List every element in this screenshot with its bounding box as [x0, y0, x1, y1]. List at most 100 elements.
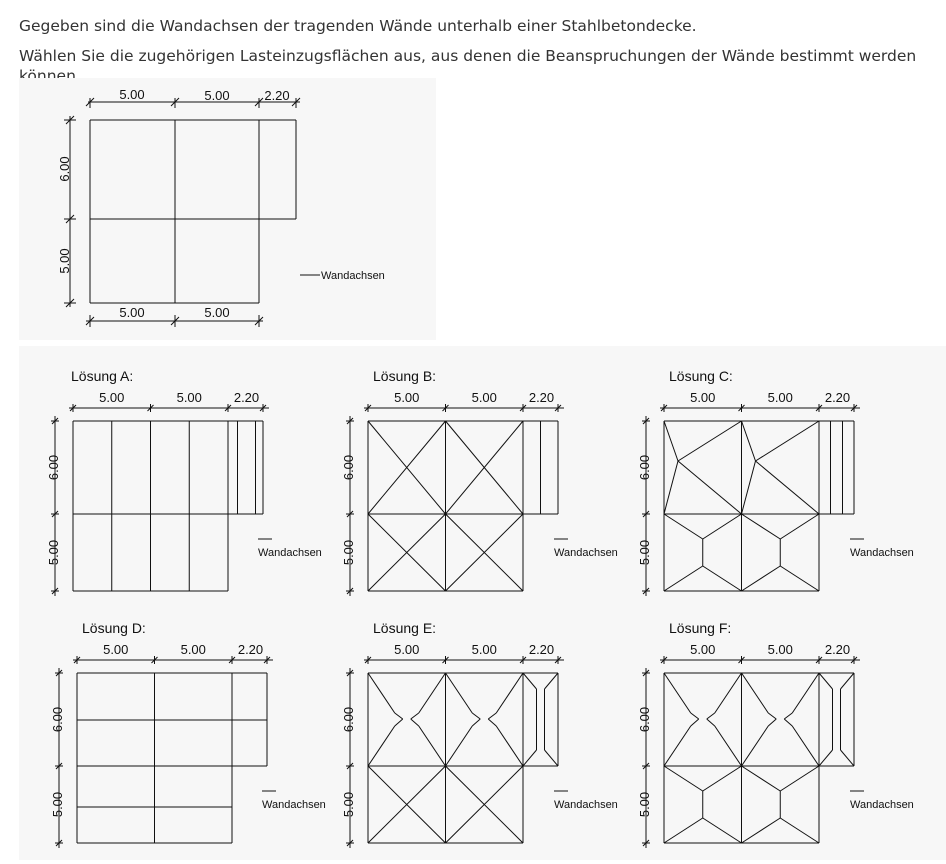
load-area-line [663, 765, 704, 792]
dim-left-1: 6.00 [341, 707, 356, 732]
load-area-line [791, 725, 820, 767]
load-area-line [702, 565, 742, 592]
dim-tick [850, 404, 858, 412]
load-area-line [445, 420, 524, 515]
load-area-line [663, 460, 679, 515]
dim-tick [850, 656, 858, 664]
load-area-line [367, 672, 396, 714]
load-area-line [410, 718, 420, 727]
dim-tick [519, 656, 527, 664]
dim-top-2: 5.00 [768, 390, 793, 405]
load-area-line [445, 672, 473, 714]
solution-label: Lösung E: [373, 620, 436, 636]
dim-top-1: 5.00 [394, 642, 419, 657]
dim-left-2: 5.00 [46, 540, 61, 565]
load-area-line [741, 565, 781, 592]
load-area-line [677, 420, 742, 462]
dim-top-2: 5.00 [472, 390, 497, 405]
load-area-line [767, 718, 777, 727]
load-area-line [445, 765, 524, 844]
load-area-line [677, 460, 742, 515]
solution-label: Lösung B: [373, 368, 436, 384]
load-area-line [783, 712, 793, 720]
dim-tick [346, 587, 354, 595]
load-area-line [818, 749, 833, 767]
dim-tick [51, 417, 59, 425]
load-area-line [663, 672, 692, 714]
load-area-line [783, 718, 793, 727]
dim-tick [364, 404, 372, 412]
dim-tick [151, 656, 158, 664]
load-area-line [418, 725, 446, 767]
legend-label: Wandachsen [258, 547, 322, 559]
load-area-line [663, 817, 704, 844]
dim-tick [442, 404, 449, 412]
solution-label: Lösung D: [82, 620, 146, 636]
load-area-line [522, 749, 537, 767]
dim-top-2: 5.00 [181, 642, 206, 657]
dim-tick [642, 417, 650, 425]
load-area-line [522, 672, 537, 690]
dim-top-3: 2.20 [529, 642, 554, 657]
load-area-line [471, 718, 481, 727]
dim-tick [642, 587, 650, 595]
load-area-line [741, 420, 756, 462]
load-area-line [741, 817, 781, 844]
dim-top-1: 5.00 [99, 390, 124, 405]
load-area-line [755, 420, 820, 462]
load-area-line [741, 460, 756, 515]
dim-tick [259, 404, 267, 412]
dim-tick [738, 404, 745, 412]
dim-top-1: 5.00 [394, 390, 419, 405]
dim-tick [364, 656, 372, 664]
given-plan-panel: 5.00 5.00 2.20 5.00 5.00 6.00 5.00 Wanda… [19, 78, 436, 340]
dim-tick [642, 839, 650, 847]
dim-left-1: 6.00 [50, 707, 65, 732]
dim-tick [660, 656, 668, 664]
load-area-line [706, 712, 716, 720]
load-area-line [394, 718, 404, 727]
dim-left-2: 5.00 [50, 792, 65, 817]
load-area-line [663, 725, 692, 767]
load-area-line [487, 718, 497, 727]
load-area-line [544, 749, 559, 767]
dim-tick [55, 839, 63, 847]
dim-top-2: 5.00 [204, 88, 229, 103]
load-area-line [702, 513, 742, 540]
dim-top-3: 2.20 [234, 390, 259, 405]
legend-label: Wandachsen [554, 547, 618, 559]
dim-top-1: 5.00 [103, 642, 128, 657]
solution-label: Lösung C: [669, 368, 733, 384]
dim-top-3: 2.20 [825, 390, 850, 405]
load-area-line [714, 672, 742, 714]
dim-left-2: 5.00 [341, 792, 356, 817]
load-area-line [714, 725, 742, 767]
legend-label: Wandachsen [321, 270, 385, 282]
load-area-line [418, 672, 446, 714]
dim-left-2: 5.00 [341, 540, 356, 565]
legend-label: Wandachsen [850, 799, 914, 811]
load-area-line [755, 460, 820, 515]
dim-top-2: 5.00 [768, 642, 793, 657]
dim-tick [55, 669, 63, 677]
load-area-line [779, 817, 820, 844]
dim-tick [346, 510, 354, 518]
dim-tick [346, 669, 354, 677]
dim-top-2: 5.00 [177, 390, 202, 405]
load-area-line [779, 765, 820, 792]
load-area-line [741, 513, 781, 540]
dim-top-3: 2.20 [825, 642, 850, 657]
load-area-line [741, 765, 781, 792]
dim-left-2: 5.00 [637, 792, 652, 817]
legend-label: Wandachsen [262, 799, 326, 811]
load-area-line [410, 712, 420, 720]
dim-tick [554, 656, 562, 664]
load-area-line [495, 725, 524, 767]
load-area-line [663, 513, 704, 540]
